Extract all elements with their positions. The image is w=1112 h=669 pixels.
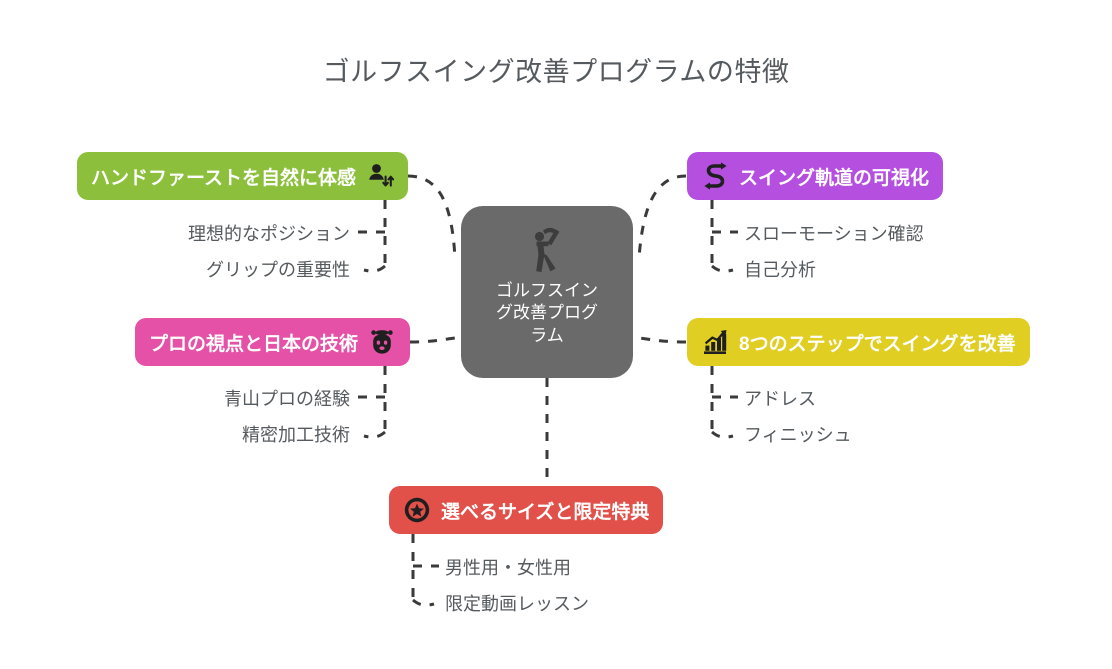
s-curve-arrow-icon <box>701 162 729 190</box>
central-node[interactable]: ゴルフスイング改善プログラム <box>461 206 633 378</box>
leaf-swing-path-1: スローモーション確認 <box>744 224 924 244</box>
leaf-size-bonus-1: 男性用・女性用 <box>445 558 571 578</box>
stub-green-2 <box>363 264 386 273</box>
central-node-label: ゴルフスイング改善プログラム <box>496 281 598 345</box>
branch-label-swing-path: スイング軌道の可視化 <box>739 167 930 189</box>
stub-red-2 <box>412 598 435 607</box>
stub-purple-2 <box>711 264 734 273</box>
leaf-swing-path-2: 自己分析 <box>744 260 816 280</box>
branch-label-hand-first: ハンドファーストを自然に体感 <box>90 167 356 189</box>
branch-label-size-bonus: 選べるサイズと限定特典 <box>441 501 650 523</box>
branch-label-pro-view: プロの視点と日本の技術 <box>148 333 358 355</box>
person-updown-arrows-icon <box>366 162 394 190</box>
branch-node-swing-path[interactable]: スイング軌道の可視化 <box>687 152 944 200</box>
branch-node-pro-view[interactable]: プロの視点と日本の技術 <box>134 318 410 366</box>
stub-yellow-2 <box>711 430 734 439</box>
leaf-eight-steps-2: フィニッシュ <box>744 425 852 445</box>
connector-green-center <box>407 174 457 259</box>
golfer-swing-icon <box>534 227 560 272</box>
star-badge-icon <box>403 496 431 524</box>
page-title: ゴルフスイング改善プログラムの特徴 <box>322 57 790 87</box>
branch-node-size-bonus[interactable]: 選べるサイズと限定特典 <box>389 486 664 534</box>
connector-purple-center <box>637 174 687 259</box>
leaf-size-bonus-2: 限定動画レッスン <box>445 594 589 614</box>
graduate-person-icon <box>368 328 396 356</box>
connector-pink-center <box>409 336 456 344</box>
connector-yellow-center <box>638 336 687 344</box>
bar-chart-growth-icon <box>701 328 729 356</box>
leaf-eight-steps-1: アドレス <box>744 389 816 409</box>
branch-node-hand-first[interactable]: ハンドファーストを自然に体感 <box>76 152 408 200</box>
branch-node-eight-steps[interactable]: 8つのステップでスイングを改善 <box>687 318 1030 366</box>
leaf-hand-first-1: 理想的なポジション <box>188 224 350 244</box>
branch-label-eight-steps: 8つのステップでスイングを改善 <box>739 333 1016 355</box>
leaf-hand-first-2: グリップの重要性 <box>206 260 350 280</box>
leaf-pro-view-2: 精密加工技術 <box>242 425 350 445</box>
leaf-pro-view-1: 青山プロの経験 <box>224 389 350 409</box>
stub-pink-2 <box>363 430 386 439</box>
